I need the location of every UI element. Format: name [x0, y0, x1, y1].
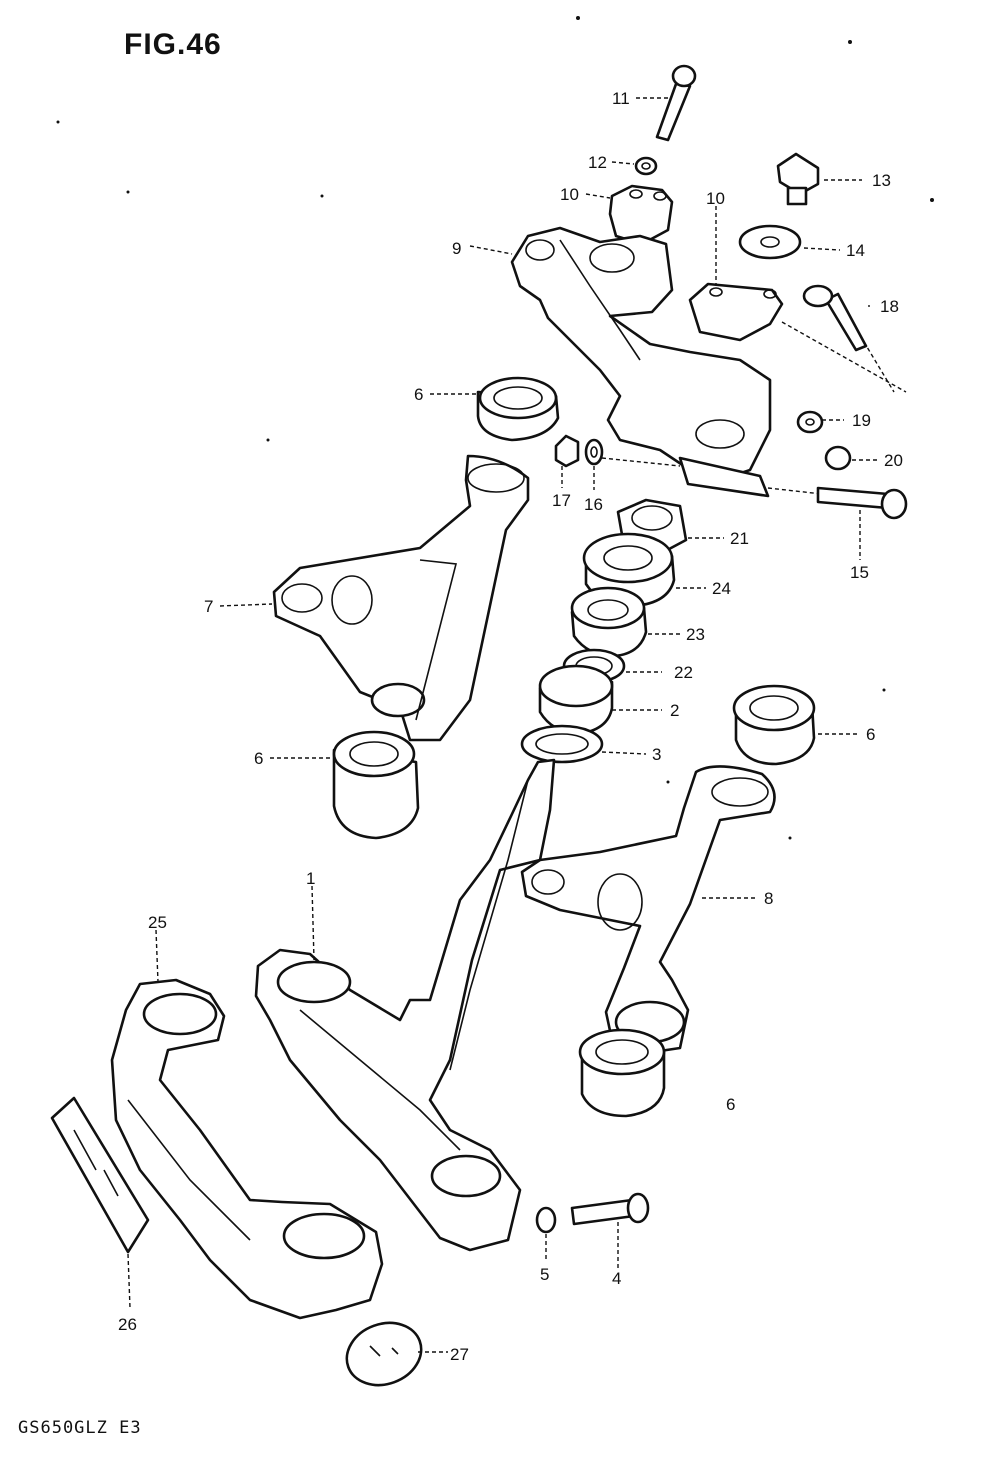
part-6-rubber-mid-left	[332, 730, 420, 840]
label-part-6-mid-left: 6	[254, 749, 263, 768]
part-23-bearing	[570, 586, 648, 658]
part-12-nut	[634, 156, 658, 176]
label-part-26: 26	[118, 1315, 137, 1334]
label-part-22: 22	[674, 663, 693, 682]
part-11-bolt	[655, 64, 697, 142]
part-9-upper-bracket	[510, 226, 772, 498]
label-part-12: 12	[588, 153, 607, 172]
label-part-21: 21	[730, 529, 749, 548]
model-code: GS650GLZ E3	[18, 1418, 142, 1438]
label-part-4: 4	[612, 1269, 621, 1288]
label-part-7: 7	[204, 597, 213, 616]
label-part-11: 11	[612, 89, 630, 108]
label-part-6-bottom-right: 6	[726, 1095, 735, 1114]
part-15-bolt	[816, 486, 908, 520]
part-6-rubber-top-left	[476, 376, 560, 442]
label-part-10-right: 10	[706, 189, 725, 208]
label-part-24: 24	[712, 579, 731, 598]
label-part-18: 18	[880, 297, 899, 316]
part-16-washer	[584, 438, 604, 466]
part-16-axis-line	[601, 457, 681, 467]
label-part-13: 13	[872, 171, 891, 190]
part-2-bearing	[538, 664, 614, 736]
label-part-14: 14	[846, 241, 865, 260]
figure-title: FIG.46	[124, 28, 222, 61]
label-part-17: 17	[552, 491, 571, 510]
part-18-bolt	[802, 284, 868, 352]
label-part-2: 2	[670, 701, 679, 720]
part-6-rubber-bottom-right	[578, 1028, 666, 1118]
part-17-cap-nut	[554, 434, 580, 468]
part-6-rubber-mid-right	[732, 684, 816, 766]
part-25-cover	[110, 978, 384, 1320]
label-part-27: 27	[450, 1345, 469, 1364]
part-27-cap	[345, 1321, 423, 1387]
part-8-bracket-right	[520, 765, 776, 1056]
label-part-20: 20	[884, 451, 903, 470]
part-7-bracket-left	[272, 454, 530, 742]
part-10-holder-right	[688, 282, 784, 342]
part-number-labels: 11 12 10 10 13 14 18 9 19 20 15 6 17 16 …	[118, 89, 903, 1364]
part-26-emblem	[50, 1096, 150, 1254]
label-part-5: 5	[540, 1265, 549, 1284]
leader-lines	[127, 97, 878, 1353]
label-part-9: 9	[452, 239, 461, 258]
part-5-washer	[535, 1206, 557, 1234]
part-9-axis-lines	[767, 321, 907, 495]
part-19-nut	[796, 410, 824, 434]
label-part-8: 8	[764, 889, 773, 908]
label-part-23: 23	[686, 625, 705, 644]
label-part-1: 1	[306, 869, 315, 888]
part-14-washer	[738, 224, 802, 260]
part-4-bolt	[570, 1192, 650, 1226]
part-10-holder-left	[608, 184, 674, 246]
label-part-25: 25	[148, 913, 167, 932]
label-part-6-mid-right: 6	[866, 725, 875, 744]
label-part-3: 3	[652, 745, 661, 764]
part-3-seal	[520, 724, 604, 764]
scan-specks	[56, 16, 934, 840]
label-part-10-left: 10	[560, 185, 579, 204]
label-part-6-top-left: 6	[414, 385, 423, 404]
part-1-steering-stem	[254, 758, 556, 1252]
label-part-16: 16	[584, 495, 603, 514]
part-20-cap-nut	[824, 445, 852, 471]
label-part-15: 15	[850, 563, 869, 582]
label-part-19: 19	[852, 411, 871, 430]
part-13-cap	[776, 152, 820, 206]
